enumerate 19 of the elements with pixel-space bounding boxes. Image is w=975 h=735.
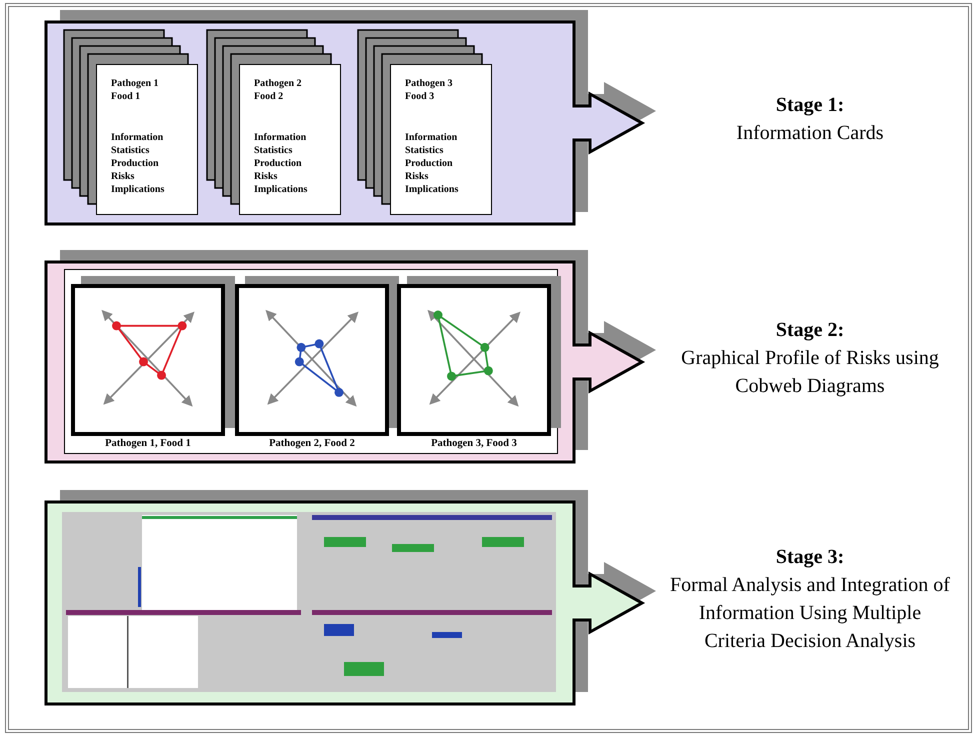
panel-caption: Pathogen 3, Food 3: [430, 438, 518, 449]
card-heading: Pathogen 1 Food 1: [111, 77, 160, 103]
stage-title: Information Cards: [735, 121, 885, 146]
information-card: [96, 64, 198, 215]
card-topics: Information Statistics Production Risks Implications: [405, 131, 460, 196]
stage-title: Graphical Profile of Risks using Cobweb Diagrams: [680, 346, 940, 399]
stage-heading: Stage 2:: [774, 318, 846, 343]
card-topics: Information Statistics Production Risks Implications: [254, 131, 308, 196]
stage-heading: Stage 1:: [774, 93, 846, 118]
information-card: [239, 64, 341, 215]
stage-heading: Stage 3:: [774, 545, 846, 570]
panel-caption: Pathogen 2, Food 2: [268, 438, 356, 449]
card-topics: Information Statistics Production Risks Implications: [111, 131, 166, 196]
panel-background: [64, 269, 558, 454]
panel-caption: Pathogen 1, Food 1: [104, 438, 192, 449]
information-card: [390, 64, 492, 215]
stage-title: Formal Analysis and Integration of Information Using Multiple Criteria Decision Analysis: [670, 573, 950, 654]
card-heading: Pathogen 2 Food 2: [254, 77, 302, 103]
card-heading: Pathogen 3 Food 3: [405, 77, 454, 103]
